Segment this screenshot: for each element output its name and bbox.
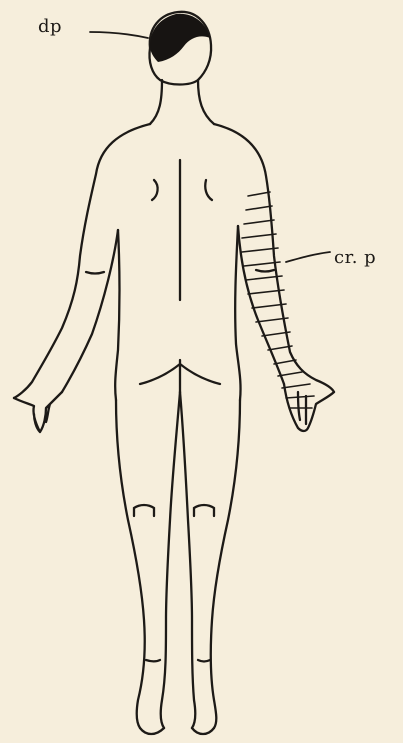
ankle-left [146,660,160,662]
left-arm-inner [62,230,118,392]
scapula-left [152,180,158,200]
neck-right [198,80,214,124]
right-foot [192,728,214,734]
left-hand [14,392,62,432]
left-leg-inner [161,392,180,728]
label-cr-p: cr. p [334,247,376,268]
leader-line-dp [90,32,148,38]
label-dp: dp [38,16,62,37]
right-leg-inner [180,392,195,728]
right-arm-hatching [242,192,314,408]
torso-left [115,230,119,400]
leader-line-crp [286,252,330,262]
left-foot [140,728,164,734]
ankle-right [198,660,210,662]
right-arm-outline [214,124,334,392]
elbow-left [86,272,104,274]
elbow-right [256,270,274,272]
left-leg-outer [116,400,145,728]
knee-left [134,505,154,516]
knee-right [194,505,214,516]
neck-left [150,80,162,124]
right-leg-outer [211,400,240,728]
scapula-right [205,180,212,200]
